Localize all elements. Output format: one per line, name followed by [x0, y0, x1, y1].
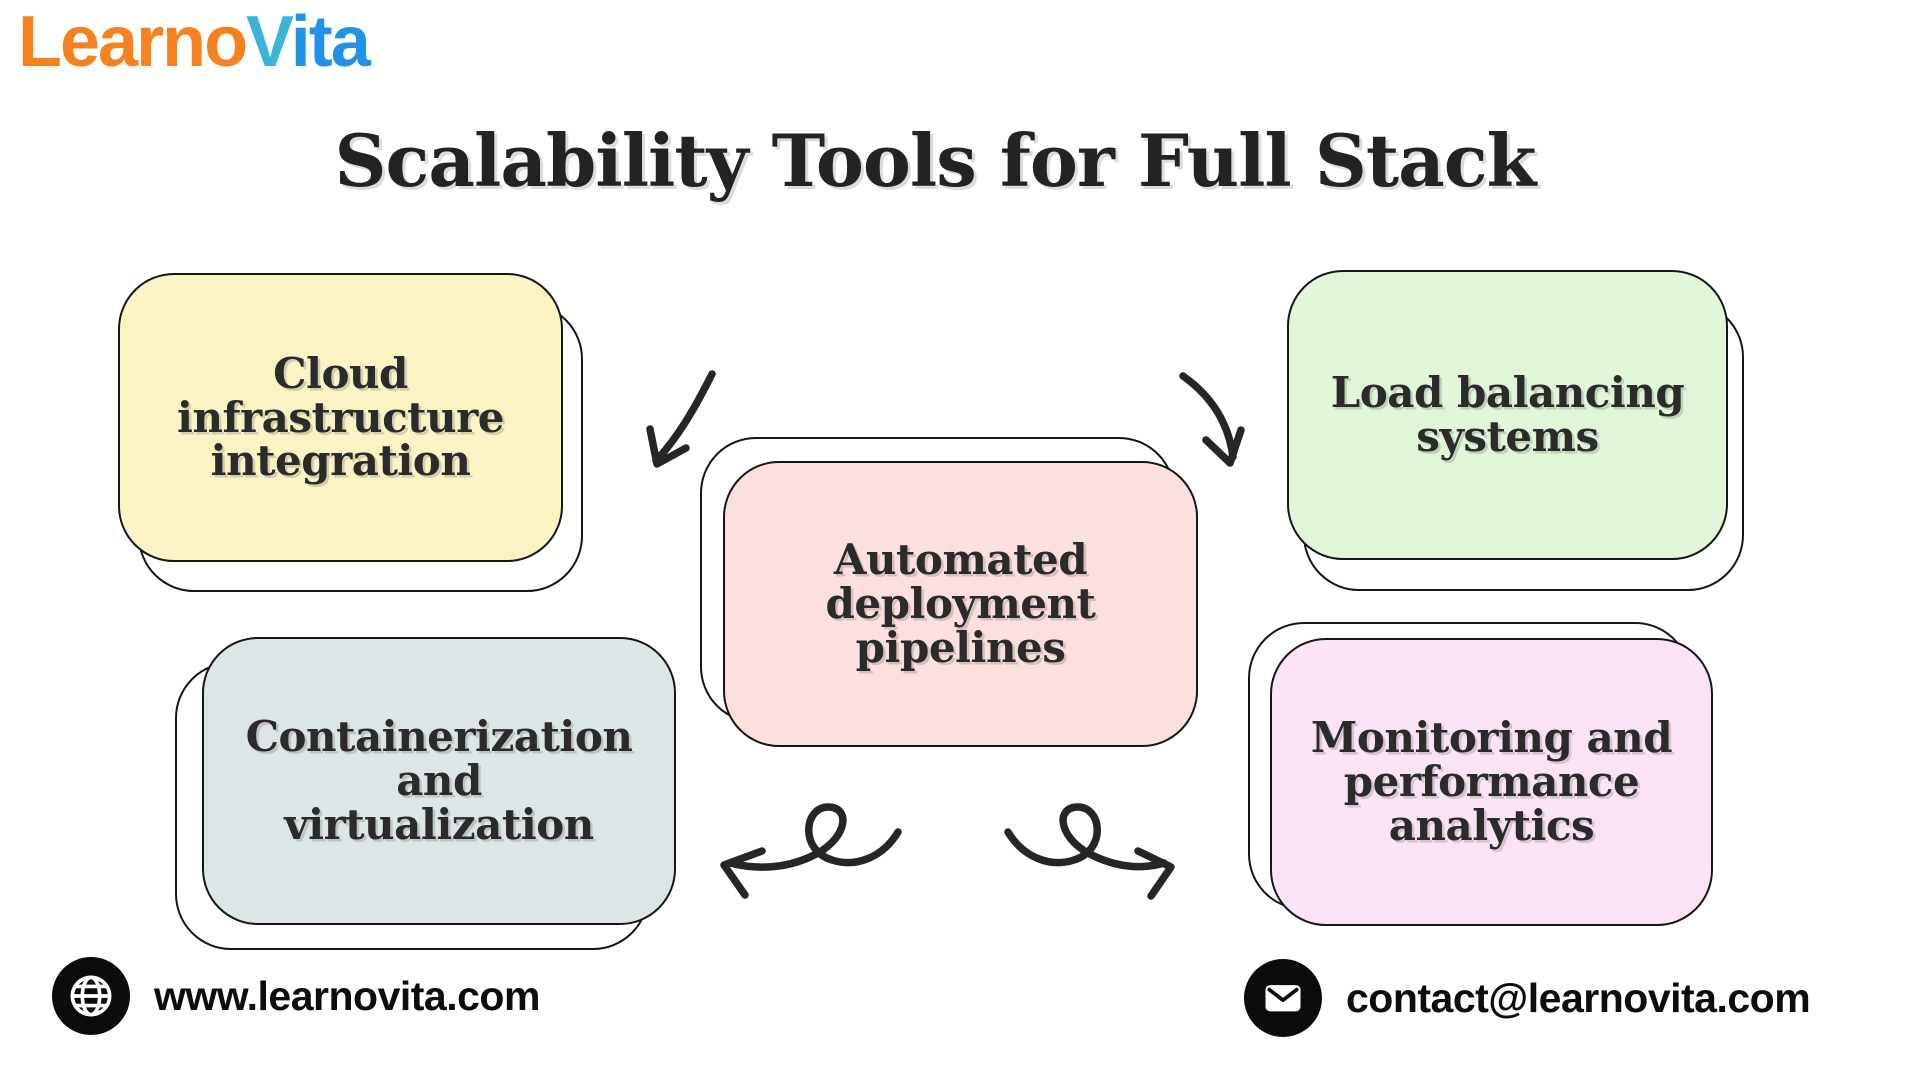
box-label-line: virtualization	[284, 799, 594, 849]
loop-arrow-bottom-left	[720, 803, 902, 899]
logo-part-v: V	[246, 2, 293, 82]
box-fill: Automated deployment pipelines	[723, 461, 1198, 747]
box-label-line: infrastructure	[177, 392, 504, 442]
loop-arrow-bottom-right	[1004, 803, 1175, 900]
box-cloud-infrastructure-integration: Cloud infrastructure integration	[118, 273, 716, 885]
box-fill: Cloud infrastructure integration	[118, 273, 563, 562]
box-fill: Monitoring and performance analytics	[1270, 638, 1713, 926]
logo-part-ita: ita	[290, 2, 371, 82]
box-label-line: pipelines	[855, 622, 1066, 672]
box-fill: Load balancing systems	[1287, 270, 1728, 560]
box-label-line: Containerization	[245, 712, 633, 762]
email-link[interactable]: contact@learnovita.com	[1346, 974, 1811, 1021]
footer-website: www.learnovita.com	[52, 957, 540, 1035]
box-label-line: Monitoring and	[1310, 713, 1673, 763]
box-label-line: Automated	[833, 535, 1088, 585]
globe-icon	[52, 957, 130, 1035]
box-label-line: systems	[1416, 412, 1599, 461]
box-label-line: and	[396, 756, 482, 806]
page-title: Scalability Tools for Full Stack	[334, 118, 1537, 203]
learnovita-logo: LearnoVita	[18, 6, 371, 78]
box-label-line: deployment	[825, 579, 1096, 629]
box-label-line: performance	[1343, 757, 1640, 807]
box-label-line: analytics	[1388, 800, 1595, 850]
box-label-line: Load balancing	[1330, 368, 1685, 418]
footer-email: contact@learnovita.com	[1244, 959, 1811, 1037]
box-fill: Containerization and virtualization	[202, 637, 676, 925]
mail-icon	[1244, 959, 1322, 1037]
box-label-line: integration	[210, 436, 471, 486]
box-label-line: Cloud	[273, 348, 408, 398]
website-link[interactable]: www.learnovita.com	[154, 972, 540, 1019]
logo-part-learno: Learno	[18, 2, 248, 82]
curved-arrow-top-right	[1179, 372, 1245, 467]
